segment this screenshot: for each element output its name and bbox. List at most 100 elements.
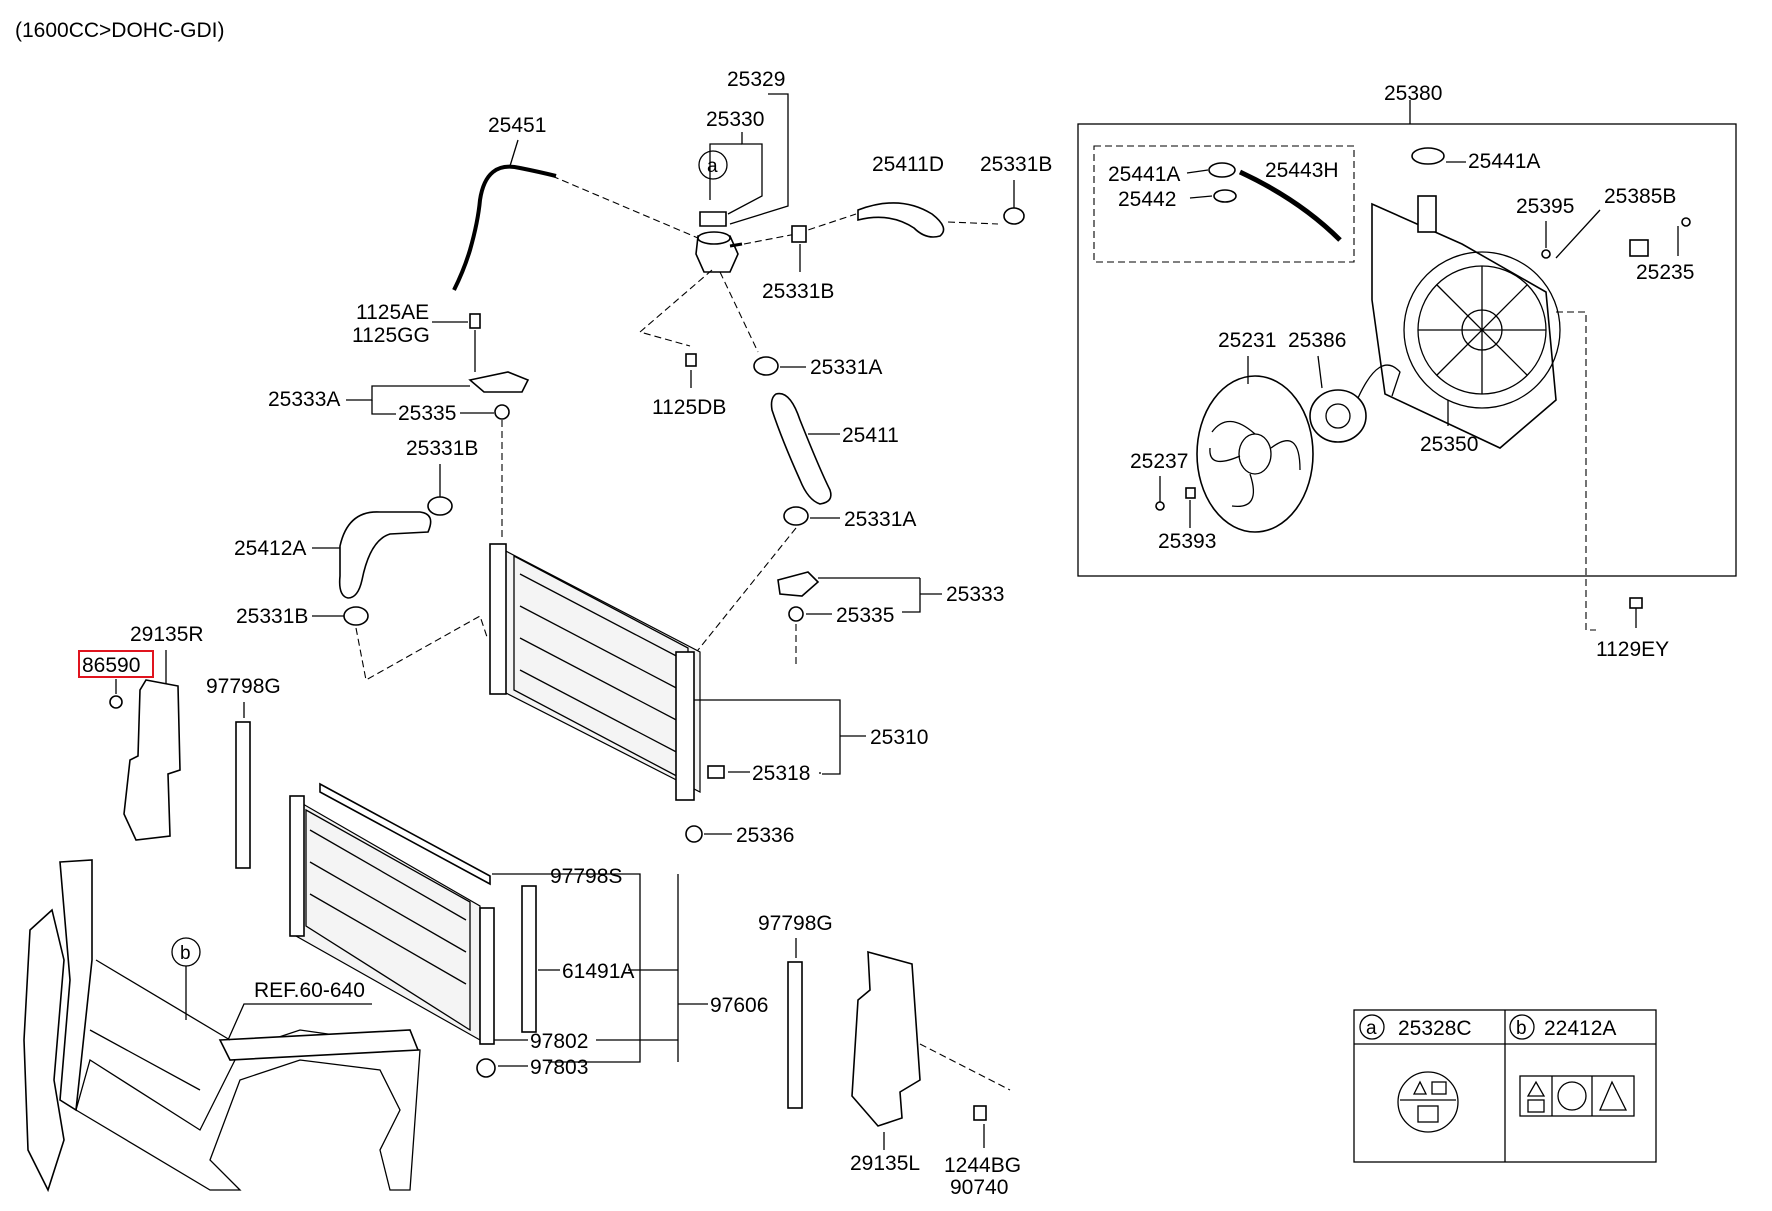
condenser-part: [289, 782, 495, 1045]
legend-b-part[interactable]: 22412A: [1544, 1017, 1616, 1040]
label-25331B-mid[interactable]: 25331B: [762, 280, 834, 303]
bracket-25333A-part: [468, 371, 530, 393]
label-86590[interactable]: 86590: [82, 654, 140, 677]
clamp-25331B-top-part: [791, 225, 807, 243]
fan-blade-part: [1196, 375, 1314, 533]
label-25411[interactable]: 25411: [842, 424, 899, 447]
label-25331B-left[interactable]: 25331B: [406, 437, 478, 460]
label-1125AE[interactable]: 1125AE: [356, 301, 429, 324]
label-25231[interactable]: 25231: [1218, 329, 1276, 352]
radiator-cap-part: [699, 211, 727, 227]
label-25335-right[interactable]: 25335: [836, 604, 894, 627]
warning-label-a-icon: [1397, 1071, 1459, 1133]
screw-1244BG-part: [973, 1105, 987, 1121]
label-29135L[interactable]: 29135L: [850, 1152, 920, 1175]
highlight-box-86590: [78, 650, 154, 678]
fan-assembly-frame: [1077, 123, 1737, 577]
label-25331A-mid[interactable]: 25331A: [844, 508, 916, 531]
warning-label-b-icon: [1519, 1075, 1635, 1117]
reservoir-cap-part: [1411, 147, 1445, 165]
label-97798G-right[interactable]: 97798G: [758, 912, 833, 935]
grommet-25335-left-part: [494, 404, 510, 420]
label-97798S[interactable]: 97798S: [550, 865, 622, 888]
label-25331A-top[interactable]: 25331A: [810, 356, 882, 379]
label-1125DB[interactable]: 1125DB: [652, 396, 726, 419]
seal-part: [1213, 189, 1237, 203]
label-25442[interactable]: 25442: [1118, 188, 1176, 211]
label-25237[interactable]: 25237: [1130, 450, 1188, 473]
bolt-1125AE-part: [469, 313, 481, 329]
legend-table: a 25328C b 22412A: [1353, 1009, 1657, 1163]
lower-hose-part: [770, 392, 832, 505]
drain-plug-part: [707, 765, 725, 779]
clip-86590-part: [109, 695, 123, 709]
legend-a-part[interactable]: 25328C: [1398, 1017, 1472, 1040]
label-1129EY[interactable]: 1129EY: [1596, 638, 1669, 661]
label-25393[interactable]: 25393: [1158, 530, 1216, 553]
air-guard-29135R-part: [123, 679, 181, 841]
front-end-module-part: [23, 859, 421, 1193]
seal-97798G-left-part: [235, 721, 251, 869]
label-25335-left[interactable]: 25335: [398, 402, 456, 425]
label-25395[interactable]: 25395: [1516, 195, 1574, 218]
label-25318[interactable]: 25318: [752, 762, 810, 785]
clamp-25331A-top-part: [753, 356, 779, 376]
air-guard-29135L-part: [851, 950, 921, 1127]
label-90740[interactable]: 90740: [950, 1176, 1008, 1199]
label-25333[interactable]: 25333: [946, 583, 1004, 606]
seal-61491A-part: [521, 885, 537, 1033]
label-25333A[interactable]: 25333A: [268, 388, 340, 411]
label-97798G-left[interactable]: 97798G: [206, 675, 281, 698]
bolt-1125DB-part: [685, 353, 697, 367]
callout-b-letter: b: [180, 943, 191, 964]
callout-a-letter: a: [707, 156, 718, 177]
overflow-hose-part: [1238, 169, 1342, 242]
label-25386[interactable]: 25386: [1288, 329, 1346, 352]
fan-shroud-part: [1371, 195, 1561, 449]
seal-97798G-right-part: [787, 961, 803, 1109]
filler-neck-part: [695, 231, 743, 273]
bolt-1129EY-part: [1629, 597, 1643, 609]
label-25380[interactable]: 25380: [1384, 82, 1442, 105]
fan-connector-part: [1629, 239, 1649, 257]
label-1125GG[interactable]: 1125GG: [352, 324, 430, 347]
label-29135R[interactable]: 29135R: [130, 623, 204, 646]
label-97803[interactable]: 97803: [530, 1056, 588, 1079]
label-61491A[interactable]: 61491A: [562, 960, 634, 983]
clamp-25331B-low-part: [343, 606, 369, 626]
label-25331B-low[interactable]: 25331B: [236, 605, 308, 628]
label-25350[interactable]: 25350: [1420, 433, 1478, 456]
legend-b-letter: b: [1516, 1018, 1527, 1039]
label-ref[interactable]: REF.60-640: [254, 979, 365, 1002]
label-25443H[interactable]: 25443H: [1265, 159, 1339, 182]
label-25329[interactable]: 25329: [727, 68, 785, 91]
upper-hose-part: [857, 202, 945, 238]
label-25330[interactable]: 25330: [706, 108, 764, 131]
overflow-pipe-part: [452, 164, 557, 291]
clamp-25331A-mid-part: [783, 506, 809, 526]
label-25441A-right[interactable]: 25441A: [1468, 150, 1540, 173]
callout-a[interactable]: [698, 150, 728, 180]
grommet-25335-right-part: [788, 606, 804, 622]
label-97606[interactable]: 97606: [710, 994, 768, 1017]
bracket-25333-part: [777, 571, 820, 597]
cap-kit-box: [1093, 145, 1355, 263]
engine-header: (1600CC>DOHC-GDI): [15, 19, 224, 42]
label-25336[interactable]: 25336: [736, 824, 794, 847]
cap-part: [1208, 162, 1236, 178]
label-25235[interactable]: 25235: [1636, 261, 1694, 284]
label-25441A-left[interactable]: 25441A: [1108, 163, 1180, 186]
label-25385B[interactable]: 25385B: [1604, 185, 1676, 208]
label-97802[interactable]: 97802: [530, 1030, 588, 1053]
clamp-25331B-right-part: [1003, 207, 1025, 225]
label-25412A[interactable]: 25412A: [234, 537, 306, 560]
label-1244BG[interactable]: 1244BG: [944, 1154, 1021, 1177]
grommet-97803-part: [476, 1058, 496, 1078]
clamp-25331B-left-part: [427, 496, 453, 516]
label-25411D[interactable]: 25411D: [872, 153, 944, 176]
label-25310[interactable]: 25310: [870, 726, 928, 749]
label-25451[interactable]: 25451: [488, 114, 546, 137]
label-25331B-top[interactable]: 25331B: [980, 153, 1052, 176]
